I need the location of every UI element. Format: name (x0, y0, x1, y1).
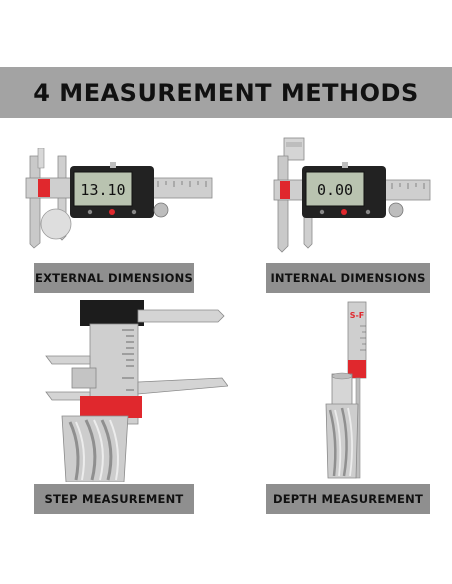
external-readout: 13.10 (80, 181, 125, 199)
label-external-dimensions: EXTERNAL DIMENSIONS (34, 263, 194, 293)
label-step-measurement: STEP MEASUREMENT (34, 484, 194, 514)
label-text: DEPTH MEASUREMENT (272, 492, 423, 506)
brand-logo: S-F (350, 311, 365, 320)
internal-readout: 0.00 (317, 181, 353, 199)
label-text: STEP MEASUREMENT (44, 492, 184, 506)
depth-measurement-image: S-F (325, 301, 367, 479)
external-caliper-image: 13.10 (25, 148, 213, 249)
label-depth-measurement: DEPTH MEASUREMENT (266, 484, 430, 514)
label-text: EXTERNAL DIMENSIONS (35, 271, 193, 285)
step-measurement-image (45, 300, 228, 482)
internal-caliper-image: 0.00 (273, 137, 431, 253)
label-internal-dimensions: INTERNAL DIMENSIONS (266, 263, 430, 293)
label-text: INTERNAL DIMENSIONS (270, 271, 426, 285)
page-title: 4 MEASUREMENT METHODS (33, 78, 419, 107)
title-banner: 4 MEASUREMENT METHODS (0, 67, 452, 118)
